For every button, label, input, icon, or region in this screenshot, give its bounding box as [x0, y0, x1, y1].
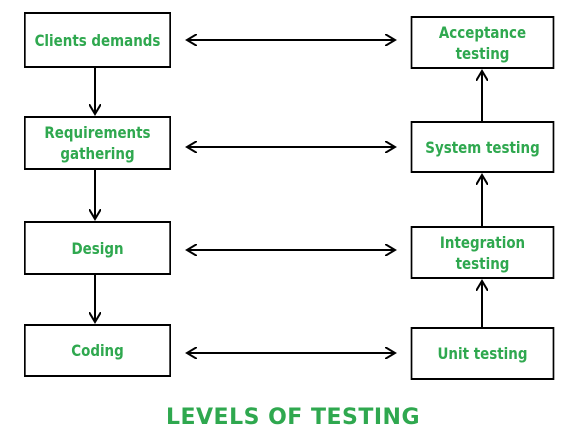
design-label: Design	[71, 238, 124, 258]
acceptance-testing-label: Acceptance testing	[438, 22, 527, 63]
acceptance-testing-box: Acceptance testing	[410, 16, 555, 69]
unit-testing-box: Unit testing	[410, 327, 555, 380]
system-testing-box: System testing	[410, 121, 555, 173]
unit-testing-label: Unit testing	[437, 344, 528, 363]
requirements-gathering-label: Requirements gathering	[44, 123, 151, 163]
integration-testing-box: Integration testing	[410, 226, 555, 279]
coding-box: Coding	[24, 324, 171, 377]
integration-testing-label: Integration testing	[439, 232, 526, 273]
requirements-gathering-box: Requirements gathering	[24, 116, 171, 170]
diagram-title: LEVELS OF TESTING	[165, 405, 421, 430]
clients-demands-label: Clients demands	[34, 30, 161, 50]
clients-demands-box: Clients demands	[24, 12, 171, 68]
design-box: Design	[24, 221, 171, 275]
system-testing-label: System testing	[425, 137, 540, 157]
coding-label: Coding	[71, 341, 124, 360]
